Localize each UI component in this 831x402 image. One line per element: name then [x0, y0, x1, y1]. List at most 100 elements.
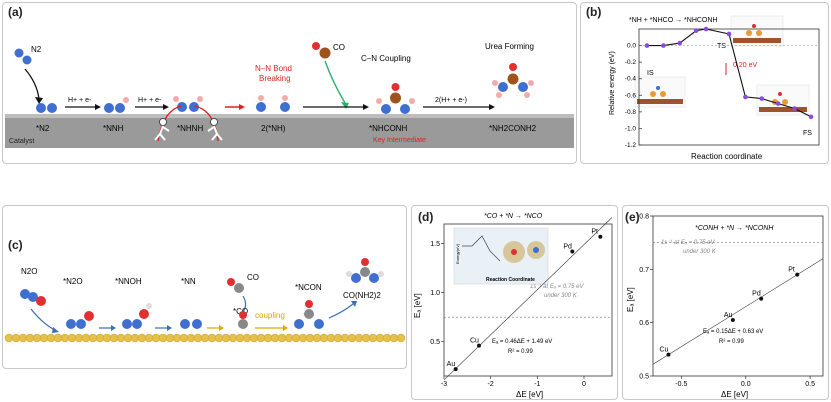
x-tick-label: -1: [534, 381, 540, 388]
fit-line: [652, 258, 824, 365]
two-nh-adsorbed: [256, 95, 290, 112]
gold-atom: [18, 333, 28, 343]
chart-b-frame: [638, 28, 820, 146]
chart-e-annotation-2: under 300 K: [683, 249, 717, 255]
energy-point: [792, 106, 797, 111]
y-tick-label: -1.2: [625, 142, 637, 149]
chart-e-r2: R² = 0.99: [719, 339, 745, 345]
y-tick-label: -1.0: [625, 125, 637, 132]
n2-molecule: [14, 48, 32, 65]
data-point: [570, 249, 575, 254]
plot-frame: [652, 215, 824, 377]
chart-b-ylabel: Relative energy (eV): [609, 51, 616, 115]
gold-atom: [256, 333, 266, 343]
y-tick-label: 1.0: [430, 290, 440, 297]
gold-atom: [249, 333, 259, 343]
y-tick-label: -0.8: [625, 109, 637, 116]
x-tick-label: -3: [441, 381, 447, 388]
c-species-n2o-ads: *N2O: [63, 277, 83, 286]
chart-d-annotation-1: 1s⁻¹ at Eₐ = 0.75 eV: [530, 284, 585, 290]
panel-a: (a) Catalyst N2 *N2 H+ + e- *NNH H+ + e-…: [2, 2, 577, 164]
energy-point: [743, 94, 748, 100]
y-tick-label: 0.7: [639, 267, 649, 274]
x-tick-label: -0.5: [675, 381, 687, 388]
energy-point: [759, 96, 765, 101]
energy-point: [644, 43, 650, 48]
species-star-n2: *N2: [36, 124, 50, 133]
data-point: [759, 296, 764, 301]
gold-atom: [347, 333, 357, 343]
n2o-adsorbed: [66, 311, 94, 329]
data-point: [477, 343, 481, 348]
caption-coupling: C–N Coupling: [361, 54, 411, 63]
arrow-label-1: H+ + e-: [68, 97, 92, 104]
panel-c-label: (c): [8, 238, 23, 252]
point-label: Pt: [788, 267, 795, 274]
gold-atom: [32, 333, 42, 343]
gold-atom: [284, 333, 294, 343]
gold-atom: [396, 333, 406, 343]
gold-atom: [270, 333, 280, 343]
panel-d-label: (d): [418, 210, 434, 224]
pulling-figure-right-icon: [207, 118, 223, 141]
gold-atom: [277, 333, 287, 343]
y-tick-label: -0.6: [625, 92, 637, 99]
gold-atom: [53, 333, 63, 343]
panel-b: (b) *NH + *NHCO → *NHCONH Relative energ…: [580, 2, 829, 164]
energy-point: [775, 101, 781, 106]
caption-urea: Urea Forming: [485, 42, 534, 51]
chart-b-is: IS: [647, 70, 654, 77]
chart-d-xlabel: ΔE [eV]: [516, 390, 543, 399]
point-label: Pt: [591, 229, 598, 236]
c-co-label: CO: [247, 273, 259, 282]
co-label: CO: [333, 43, 345, 52]
co-gas: [227, 278, 244, 293]
gold-atom: [340, 333, 350, 343]
chart-d-reaction: *CO + *N → *NCO: [484, 213, 543, 220]
data-point: [598, 234, 603, 239]
ts-structure-inset: [730, 15, 784, 47]
chart-b-fs: FS: [803, 130, 812, 137]
chart-e-fit: Eₐ = 0.15ΔE + 0.63 eV: [703, 329, 763, 335]
arrow-label-3: 2(H+ + e-): [435, 97, 467, 104]
c-species-urea: CO(NH2)2: [343, 291, 381, 300]
inset-energy-diagram: Reaction Coordinate Energy(eV): [453, 227, 549, 285]
chart-e-ylabel: Eₐ [eV]: [626, 287, 635, 312]
caption-breaking-2: Breaking: [259, 74, 291, 83]
catalyst-label: Catalyst: [9, 138, 34, 145]
is-structure-inset: [634, 76, 686, 108]
data-point: [666, 352, 671, 357]
nn-adsorbed: [180, 319, 202, 329]
c-species-nnoh: *NNOH: [115, 277, 142, 286]
c-species-co-ads: *CO: [233, 307, 248, 316]
data-point: [730, 318, 735, 322]
y-tick-label: 0.8: [639, 214, 649, 221]
gold-atom: [39, 333, 49, 343]
point-label: Pd: [752, 291, 761, 298]
gold-atom: [382, 333, 392, 343]
n2-adsorbed: [36, 103, 57, 113]
gold-atom: [11, 333, 21, 343]
catalyst-slab: [5, 114, 574, 148]
data-point: [453, 367, 458, 372]
caption-breaking-1: N–N Bond: [255, 64, 292, 73]
energy-point: [693, 28, 699, 33]
energy-profile-chart: *NH + *NHCO → *NHCONH Relative energy (e…: [609, 15, 820, 161]
chart-b-xlabel: Reaction coordinate: [691, 152, 763, 161]
urea-molecule: [492, 63, 534, 98]
x-tick-label: 0.0: [741, 381, 751, 388]
chart-b-ts: TS: [717, 43, 726, 50]
x-tick-label: 0: [582, 381, 586, 388]
y-tick-label: 0.6: [639, 320, 649, 327]
n2o-molecule: [20, 289, 46, 306]
y-tick-label: 0.5: [430, 339, 440, 346]
gold-atom: [389, 333, 399, 343]
nnoh-adsorbed: [122, 303, 152, 329]
inset-ylabel: Energy(eV): [455, 243, 460, 264]
c-coupling-label: coupling: [255, 311, 285, 320]
panel-a-label: (a): [8, 5, 23, 19]
chart-e-reaction: *CONH + *N → *NCONH: [695, 225, 774, 232]
energy-point: [677, 40, 683, 46]
gold-atom: [312, 333, 322, 343]
panel-d: (d) *CO + *N → *NCO Eₐ [eV] ΔE [eV] 1s⁻¹…: [411, 205, 618, 400]
